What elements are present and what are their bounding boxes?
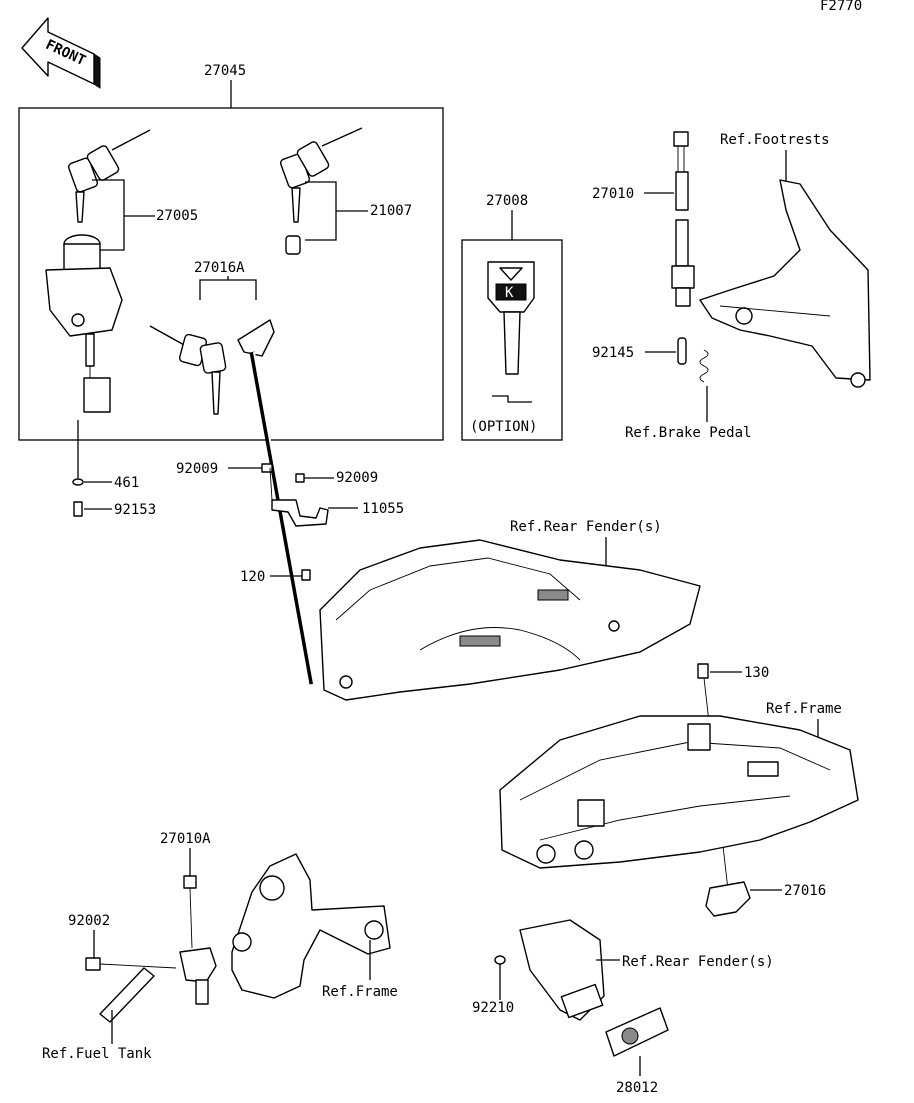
bracket-11055 [271, 499, 329, 527]
label-27016A: 27016A [194, 260, 245, 276]
label-21007: 21007 [370, 203, 412, 219]
reflector-bracket [519, 919, 605, 1021]
ref-frame-2: Ref.Frame [322, 984, 398, 1000]
ref-footrests: Ref.Footrests [720, 132, 830, 148]
rear-fender [319, 539, 701, 701]
brake-light-switch [671, 131, 695, 307]
key-pair-27005 [67, 129, 151, 223]
label-27010: 27010 [592, 186, 634, 202]
label-27016: 27016 [784, 883, 826, 899]
spring-92145 [677, 337, 709, 383]
label-461: 461 [114, 475, 139, 491]
ref-rear-fender-2: Ref.Rear Fender(s) [622, 954, 774, 970]
label-92002: 92002 [68, 913, 110, 929]
key-pair-21007 [279, 127, 363, 255]
ignition-switch [45, 234, 123, 413]
key-pair-27016A [149, 319, 275, 415]
bracket-27016 [705, 881, 751, 917]
key-set-box [18, 107, 444, 441]
label-92009-right: 92009 [336, 470, 378, 486]
label-92009-left: 92009 [176, 461, 218, 477]
ref-brake-pedal: Ref.Brake Pedal [625, 425, 751, 441]
label-92153: 92153 [114, 502, 156, 518]
option-key-box [461, 239, 563, 441]
option-key: K [487, 261, 535, 403]
footrest-bracket [699, 179, 871, 388]
ref-frame-1: Ref.Frame [766, 701, 842, 717]
label-27010A: 27010A [160, 831, 211, 847]
front-arrow-icon: FRONT [21, 17, 101, 89]
rear-frame [499, 715, 859, 869]
label-27045: 27045 [204, 63, 246, 79]
figure-id: F2770 [820, 0, 862, 14]
reflector-28012 [605, 1007, 669, 1057]
ref-rear-fender-1: Ref.Rear Fender(s) [510, 519, 662, 535]
option-label: (OPTION) [470, 419, 537, 435]
label-130: 130 [744, 665, 769, 681]
ref-fuel-tank: Ref.Fuel Tank [42, 1046, 152, 1062]
label-120: 120 [240, 569, 265, 585]
option-key-logo: K [505, 285, 514, 301]
label-28012: 28012 [616, 1080, 658, 1096]
label-27005: 27005 [156, 208, 198, 224]
label-92210: 92210 [472, 1000, 514, 1016]
label-11055: 11055 [362, 501, 404, 517]
label-92145: 92145 [592, 345, 634, 361]
label-27008: 27008 [486, 193, 528, 209]
side-stand-bracket [231, 853, 391, 999]
side-stand-switch [179, 875, 217, 1005]
fuel-tank-stay [99, 967, 155, 1023]
